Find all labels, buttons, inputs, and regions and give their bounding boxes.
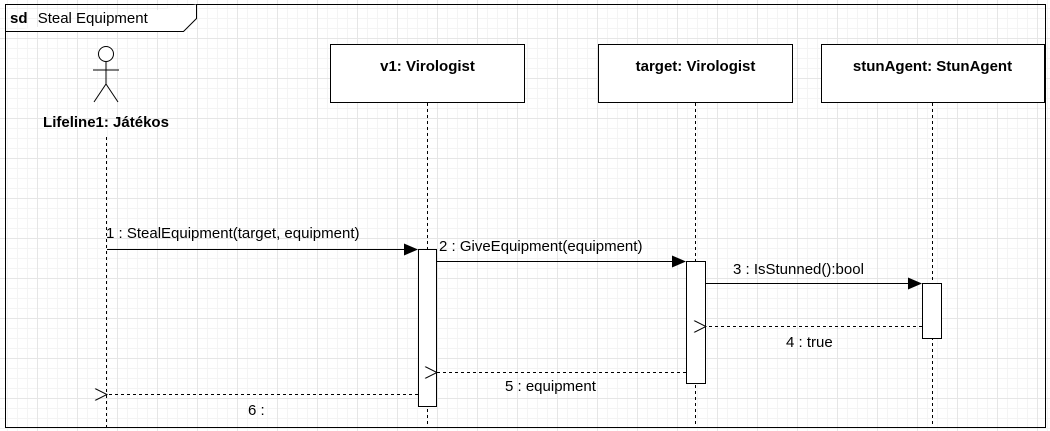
message-6-label: 6 : bbox=[248, 402, 265, 419]
message-4-label: 4 : true bbox=[786, 334, 833, 351]
lifeline-stunagent-label: stunAgent: StunAgent bbox=[853, 58, 1012, 75]
sd-frame: sd Steal Equipment bbox=[5, 4, 1046, 428]
actor-jatekos[interactable]: Lifeline1: Játékos bbox=[43, 46, 169, 132]
message-1-label: 1 : StealEquipment(target, equipment) bbox=[106, 225, 359, 242]
activation-v1[interactable] bbox=[418, 249, 437, 407]
message-6[interactable]: 6 : bbox=[107, 395, 418, 420]
lifeline-stunagent[interactable]: stunAgent: StunAgent bbox=[821, 44, 1045, 103]
activation-stunagent[interactable] bbox=[922, 283, 942, 339]
lifeline-v1-label: v1: Virologist bbox=[380, 58, 475, 75]
message-3-label: 3 : IsStunned():bool bbox=[733, 261, 864, 278]
lifeline-v1[interactable]: v1: Virologist bbox=[330, 44, 525, 103]
message-2-label: 2 : GiveEquipment(equipment) bbox=[439, 238, 642, 255]
actor-label: Lifeline1: Játékos bbox=[43, 114, 169, 131]
lifeline-target[interactable]: target: Virologist bbox=[598, 44, 793, 103]
message-5[interactable]: 5 : equipment bbox=[437, 373, 686, 396]
frame-name: Steal Equipment bbox=[38, 10, 149, 27]
message-1[interactable]: 1 : StealEquipment(target, equipment) bbox=[106, 225, 418, 256]
message-5-label: 5 : equipment bbox=[505, 378, 597, 395]
frame-keyword: sd bbox=[10, 10, 28, 27]
stick-figure-icon bbox=[93, 46, 119, 103]
lifeline-target-label: target: Virologist bbox=[636, 58, 756, 75]
message-4[interactable]: 4 : true bbox=[706, 327, 922, 352]
message-3[interactable]: 3 : IsStunned():bool bbox=[706, 261, 922, 290]
activation-target[interactable] bbox=[686, 261, 706, 384]
message-2[interactable]: 2 : GiveEquipment(equipment) bbox=[437, 238, 686, 268]
frame-title: sd Steal Equipment bbox=[10, 10, 149, 27]
